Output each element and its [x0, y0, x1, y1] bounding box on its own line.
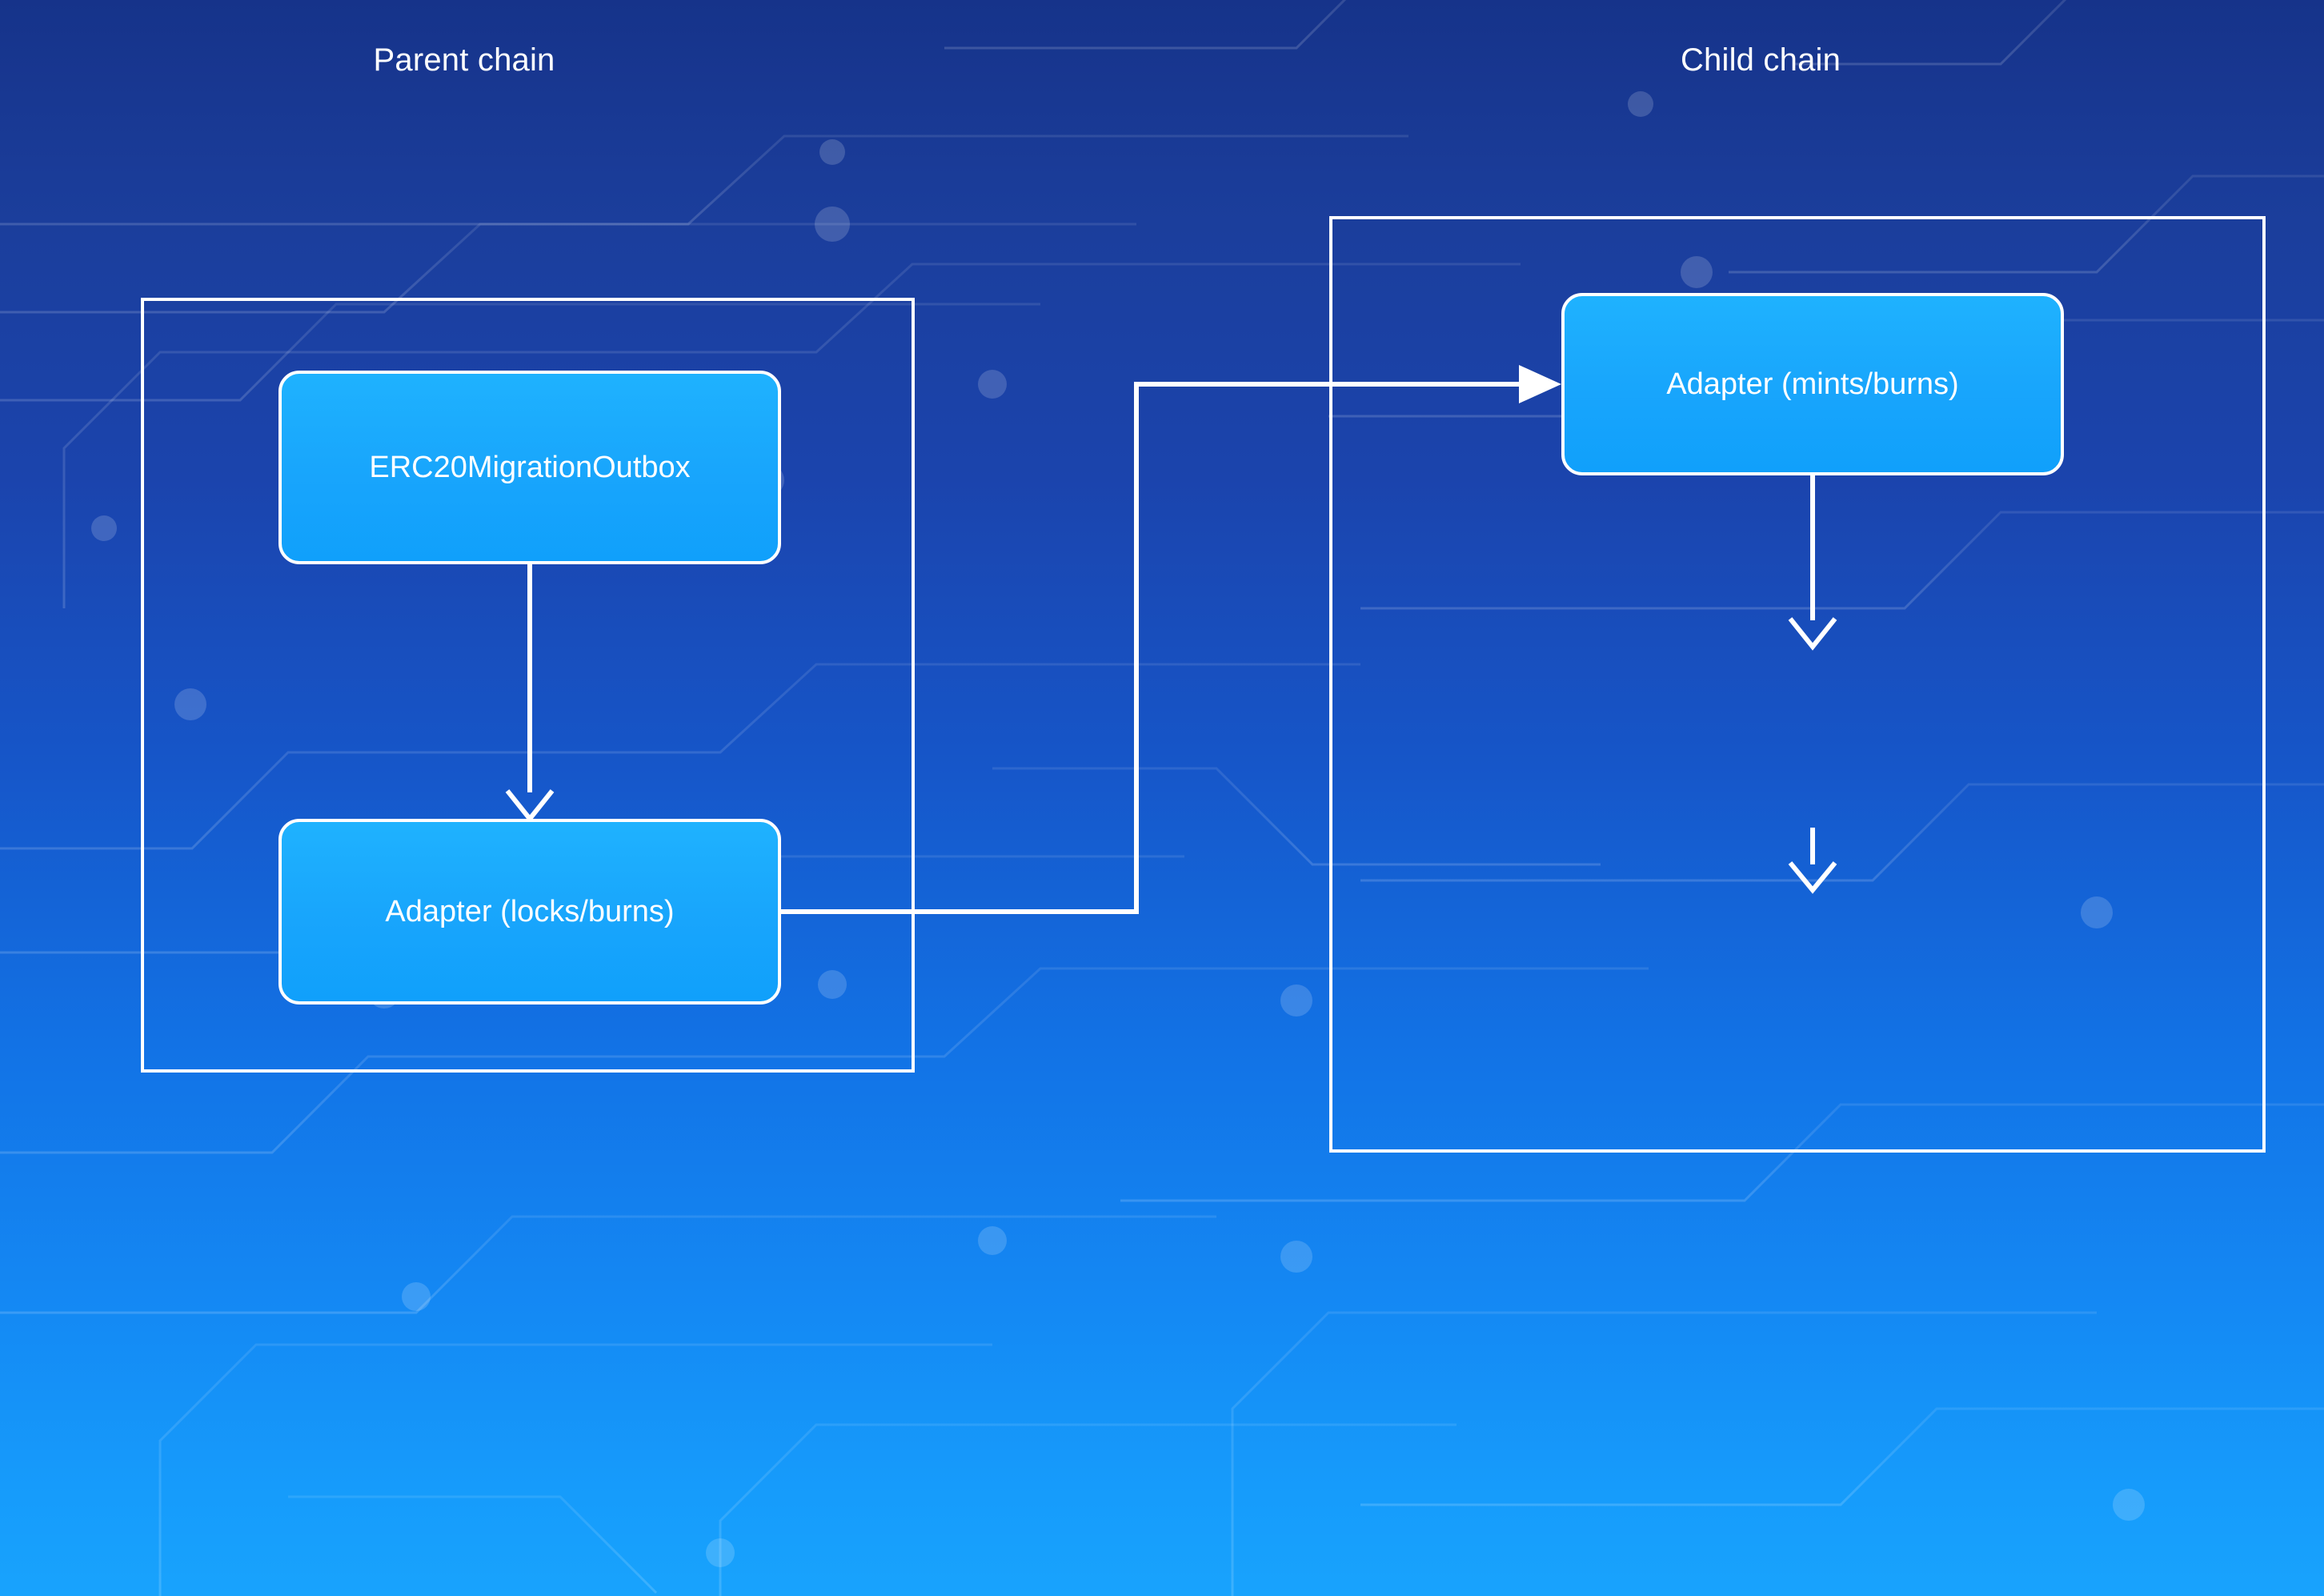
- node-erc20-migration-outbox[interactable]: ERC20MigrationOutbox: [278, 371, 781, 564]
- parent-chain-title: Parent chain: [373, 42, 555, 78]
- arrowhead-message: [1519, 365, 1561, 403]
- node-adapter-locks-burns[interactable]: Adapter (locks/burns): [278, 819, 781, 1005]
- child-chain-title: Child chain: [1680, 42, 1841, 78]
- child-chain-container: [1329, 216, 2266, 1153]
- arrowhead-call: [1788, 617, 1837, 651]
- parent-chain-container: [141, 298, 915, 1073]
- node-adapter-mints-burns[interactable]: Adapter (mints/burns): [1561, 293, 2064, 475]
- arrowhead-user: [1788, 861, 1837, 894]
